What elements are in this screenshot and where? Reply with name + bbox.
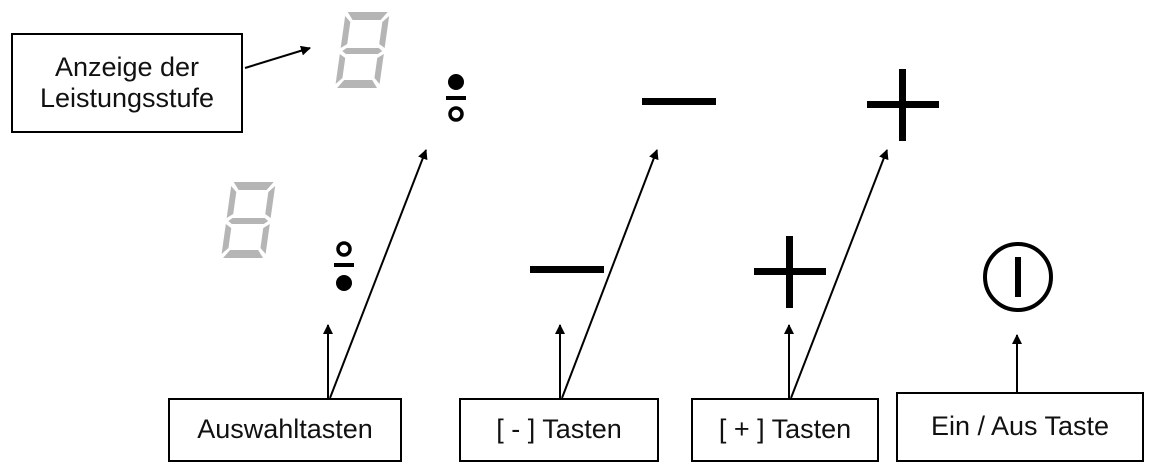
arrow-plus-upper (790, 149, 889, 399)
label-display-line2: Leistungsstufe (39, 83, 215, 113)
label-display: Anzeige der Leistungsstufe (11, 33, 243, 133)
label-select-keys: Auswahltasten (168, 398, 402, 462)
power-key-icon[interactable] (978, 237, 1058, 317)
power-level-display-lower (221, 182, 276, 258)
minus-key-upper-icon[interactable] (640, 90, 720, 114)
plus-key-lower-icon[interactable] (752, 234, 828, 310)
minus-key-lower-icon[interactable] (528, 258, 608, 282)
selector-key-upper-icon[interactable] (441, 68, 471, 128)
label-display-line1: Anzeige der (54, 51, 200, 82)
plus-key-upper-icon[interactable] (865, 67, 941, 143)
selector-key-lower-icon[interactable] (329, 235, 359, 299)
label-plus-keys: [ + ] Tasten (691, 398, 879, 462)
power-level-display-upper (335, 12, 390, 88)
arrow-display (244, 45, 311, 69)
arrow-select-upper (329, 149, 428, 399)
label-power-key: Ein / Aus Taste (896, 392, 1144, 462)
label-minus-keys: [ - ] Tasten (459, 398, 659, 462)
arrow-minus-upper (561, 149, 659, 399)
